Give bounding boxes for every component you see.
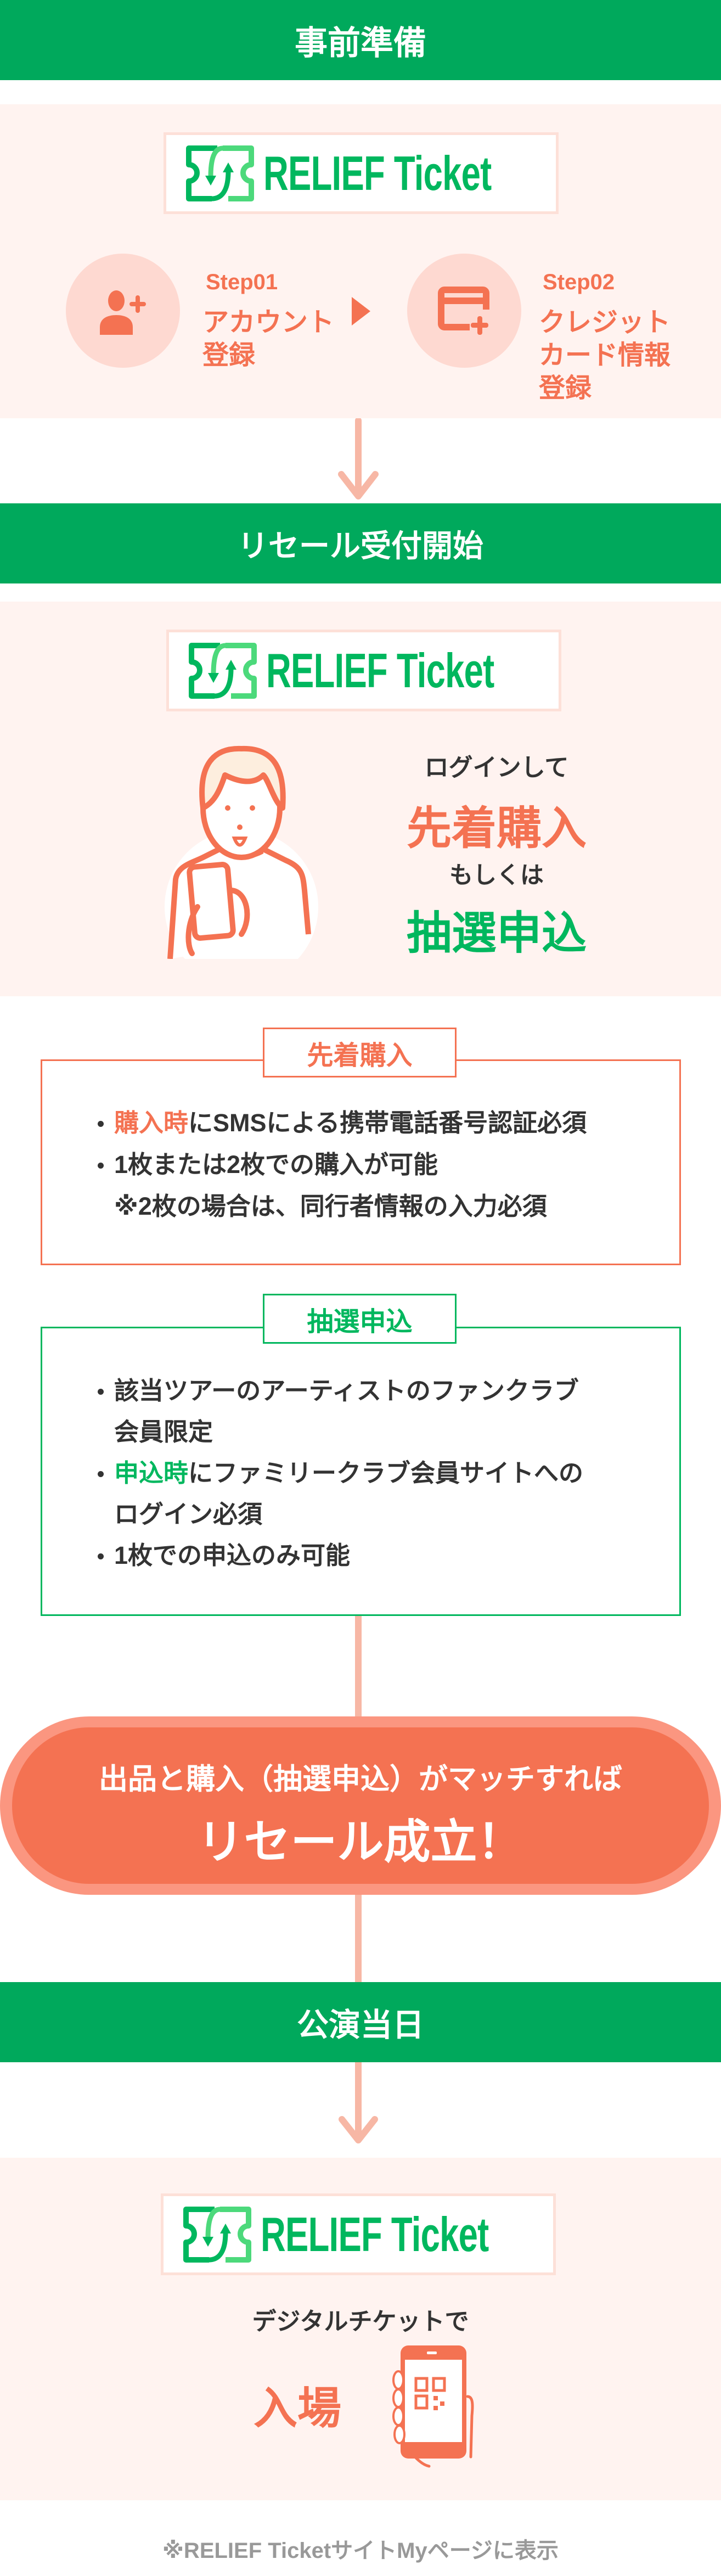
first-come-box (41, 1059, 681, 1265)
step2-circle (407, 254, 521, 368)
step2-label: Step02 (543, 270, 615, 294)
list-item: 1枚での申込のみ可能 (98, 1535, 583, 1576)
logo-text: RELIEF Ticket (263, 145, 492, 200)
step2-line: 登録 (539, 374, 592, 403)
list-item-note: ※2枚の場合は、同行者情報の入力必須 (98, 1186, 587, 1227)
footnote: ※RELIEF TicketサイトMyページに表示 (162, 2539, 559, 2563)
relief-ticket-logo: RELIEF Ticket (161, 2193, 556, 2275)
step1-line: アカウント (202, 308, 335, 337)
smartphone-qr-icon (392, 2345, 474, 2468)
step2-line: カード情報 (539, 341, 671, 370)
lottery-label: 抽選申込 (263, 1294, 457, 1344)
ticket-logo-icon (183, 2206, 251, 2263)
resale-match-banner: 出品と購入（抽選申込）がマッチすれば リセール成立！ (0, 1716, 721, 1895)
step1-text: アカウント 登録 (202, 306, 334, 372)
or-text: もしくは (449, 862, 544, 889)
list-item: 1枚または2枚での購入が可能 (98, 1144, 587, 1186)
first-come-label: 先着購入 (263, 1028, 457, 1077)
list-item: 購入時にSMSによる携帯電話番号認証必須 (98, 1102, 587, 1144)
highlight-text: 申込時 (114, 1459, 189, 1487)
first-come-list: 購入時にSMSによる携帯電話番号認証必須 1枚または2枚での購入が可能 ※2枚の… (98, 1102, 587, 1227)
digital-ticket-text: デジタルチケットで (252, 2308, 469, 2335)
item-text: にSMSによる携帯電話番号認証必須 (188, 1109, 587, 1137)
person-with-phone-illustration (165, 745, 318, 959)
down-arrow-icon (338, 418, 379, 500)
step1-line: 登録 (202, 341, 256, 370)
phase-header-prep: 事前準備 (0, 0, 721, 80)
option-first-come: 先着購入 (406, 804, 587, 854)
logo-text: RELIEF Ticket (261, 2207, 489, 2261)
entry-panel: RELIEF Ticket デジタルチケットで 入場 (0, 2158, 721, 2500)
resale-panel: RELIEF Ticket ログインして 先着購入 もしくは 抽選申込 (0, 602, 721, 996)
relief-ticket-logo: RELIEF Ticket (164, 132, 559, 214)
connector-line (355, 1616, 362, 1720)
connector-line (355, 1891, 362, 1984)
lottery-list: 該当ツアーのアーティストのファンクラブ 会員限定 申込時にファミリークラブ会員サ… (98, 1370, 583, 1576)
relief-ticket-logo: RELIEF Ticket (166, 630, 561, 711)
user-plus-icon (100, 290, 146, 335)
item-text: 会員限定 (114, 1418, 213, 1446)
item-text: 該当ツアーのアーティストのファンクラブ (114, 1377, 579, 1405)
prep-panel: RELIEF Ticket Step01 アカウント 登録 Step02 クレジ… (0, 104, 721, 418)
highlight-text: 購入時 (114, 1109, 189, 1137)
login-text: ログインして (424, 754, 569, 781)
entry-text: 入場 (254, 2384, 341, 2433)
item-text: 1枚での申込のみ可能 (114, 1541, 351, 1569)
down-arrow-icon (339, 2062, 378, 2143)
card-plus-icon (438, 287, 489, 335)
match-line2: リセール成立！ (197, 1816, 524, 1868)
step-arrow-icon (352, 297, 370, 325)
match-line1: 出品と購入（抽選申込）がマッチすれば (99, 1763, 622, 1795)
step2-text: クレジット カード情報 登録 (539, 306, 671, 405)
option-lottery: 抽選申込 (406, 908, 587, 958)
ticket-logo-icon (186, 145, 254, 201)
step2-line: クレジット (539, 308, 671, 337)
list-item: 申込時にファミリークラブ会員サイトへの (98, 1452, 583, 1494)
item-text: 1枚または2枚での購入が可能 (114, 1150, 438, 1178)
phase-header-resale-start: リセール受付開始 (0, 503, 721, 583)
list-item: 該当ツアーのアーティストのファンクラブ (98, 1370, 583, 1411)
phase-header-show-day: 公演当日 (0, 1982, 721, 2062)
step1-label: Step01 (206, 270, 278, 294)
logo-text: RELIEF Ticket (266, 643, 494, 698)
list-item-continued: 会員限定 (98, 1411, 583, 1452)
step1-circle (66, 254, 180, 368)
item-note: ※2枚の場合は、同行者情報の入力必須 (114, 1192, 547, 1220)
list-item-continued: ログイン必須 (98, 1494, 583, 1535)
ticket-logo-icon (189, 642, 257, 699)
lottery-box (41, 1327, 681, 1616)
item-text: にファミリークラブ会員サイトへの (188, 1459, 584, 1487)
item-text: ログイン必須 (114, 1500, 263, 1528)
